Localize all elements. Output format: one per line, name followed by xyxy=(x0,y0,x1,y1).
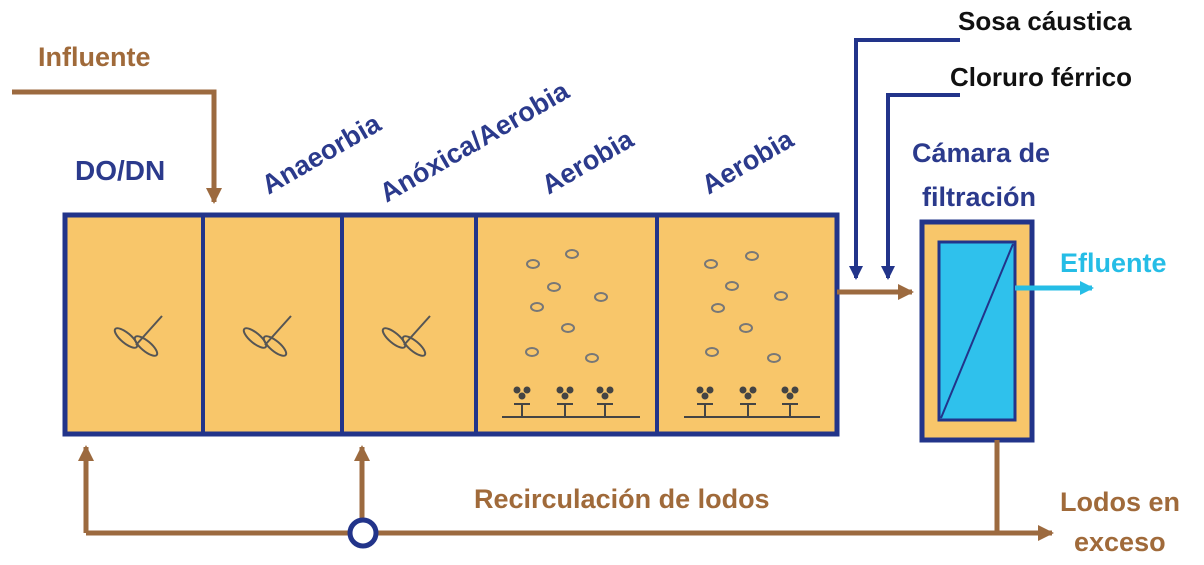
cloruro-label: Cloruro férrico xyxy=(950,62,1133,92)
lodos-label-1: Lodos en xyxy=(1060,487,1180,517)
pump-icon xyxy=(347,517,379,549)
bubbles-icon xyxy=(704,251,788,363)
reactor-tank xyxy=(62,212,840,437)
influente-pipe xyxy=(12,89,222,204)
diffuser-icon xyxy=(502,386,640,418)
influente-label: Influente xyxy=(38,42,151,72)
camara-label-1: Cámara de xyxy=(912,138,1051,168)
camara-label-2: filtración xyxy=(922,182,1037,212)
cloruro-line xyxy=(881,93,960,280)
filter-diagonal xyxy=(940,243,1014,419)
recirculacion-label: Recirculación de lodos xyxy=(474,484,770,514)
sosa-line xyxy=(849,38,960,280)
efluente-label: Efluente xyxy=(1060,248,1167,278)
bubbles-icon xyxy=(525,249,608,363)
mixer-icon xyxy=(381,315,431,357)
sosa-label: Sosa cáustica xyxy=(958,6,1132,36)
mixer-icon xyxy=(242,315,292,357)
lodos-label-2: exceso xyxy=(1074,527,1166,557)
do-dn-label: DO/DN xyxy=(75,155,166,186)
diffuser-icon xyxy=(684,386,820,418)
mixer-icon xyxy=(113,315,163,357)
